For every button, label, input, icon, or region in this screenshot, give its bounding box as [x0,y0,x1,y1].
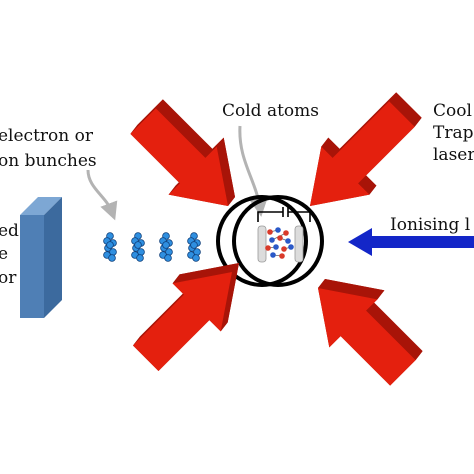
cold-atom-cloud [265,227,294,259]
atom-dot [285,238,291,244]
label-bunches-line2: on bunches [0,151,97,171]
atom-dot [277,235,283,241]
electron-dot [134,241,142,249]
electron-bunch [159,232,173,262]
label-detector-line2: e [0,244,8,264]
laser-arrow-edge [358,174,377,195]
electrode-plate-left [257,225,267,263]
laser-arrow-edge [155,99,213,158]
atom-dot [275,227,281,233]
electrode-plate-right [294,225,304,263]
electron-bunch [131,232,145,262]
electron-dot [162,241,170,249]
electron-dot [190,241,198,249]
electron-dot [106,241,114,249]
laser-arrow-lower-left [133,263,239,371]
electron-dot [136,254,144,262]
atom-dot [267,229,273,235]
laser-arrow-edge [389,92,422,127]
label-cooling-line3: lasers [433,145,474,165]
laser-arrow-edge [172,263,239,284]
laser-arrow-face [133,272,232,371]
label-detector-line1: ed [0,221,19,241]
bunches-leader-arrow [86,169,118,221]
laser-arrow-upper-left [130,99,235,206]
atom-dot [273,244,279,250]
trap-rings [216,195,324,287]
atom-dot [283,230,289,236]
laser-arrow-edge [133,285,191,346]
laser-arrow-upper-right [310,92,422,206]
ionising-laser-arrow [348,228,474,256]
laser-arrow-edge [220,263,239,332]
atom-dot [281,246,287,252]
trap-ring-front [232,195,324,287]
laser-arrow-edge [216,137,235,206]
laser-arrow-edge [332,92,397,158]
electron-dot [108,254,116,262]
trap-ring-back [216,195,308,287]
electron-dot [192,254,200,262]
laser-arrow-edge [366,301,423,361]
laser-arrow-edge [130,99,163,134]
electron-bunch [103,232,117,262]
laser-arrow-edge [318,279,385,300]
label-bunches-line1: electron or [0,126,94,146]
laser-arrow-face [318,288,416,386]
laser-arrow-edge [205,137,224,158]
electron-dot [164,254,172,262]
atom-dot [270,252,276,258]
label-cooling-line1: Cool [433,101,472,121]
atom-dot [288,244,294,250]
detector [20,197,62,318]
electron-bunch [187,232,201,262]
atom-dot [269,237,275,243]
electrode-bracket [257,207,311,222]
laser-arrow-lower-right [318,279,423,386]
label-ionising: Ionising l [390,215,470,235]
laser-arrow-face [310,101,415,206]
electron-bunches [103,232,201,262]
atom-dot [279,253,285,259]
label-cold-atoms: Cold atoms [222,101,319,121]
label-cooling-line2: Trap [433,123,474,143]
laser-arrow-face [130,108,228,206]
cooling-trapping-laser-beams [130,92,423,386]
label-detector-line3: or [0,268,17,288]
atom-dot [265,245,271,251]
